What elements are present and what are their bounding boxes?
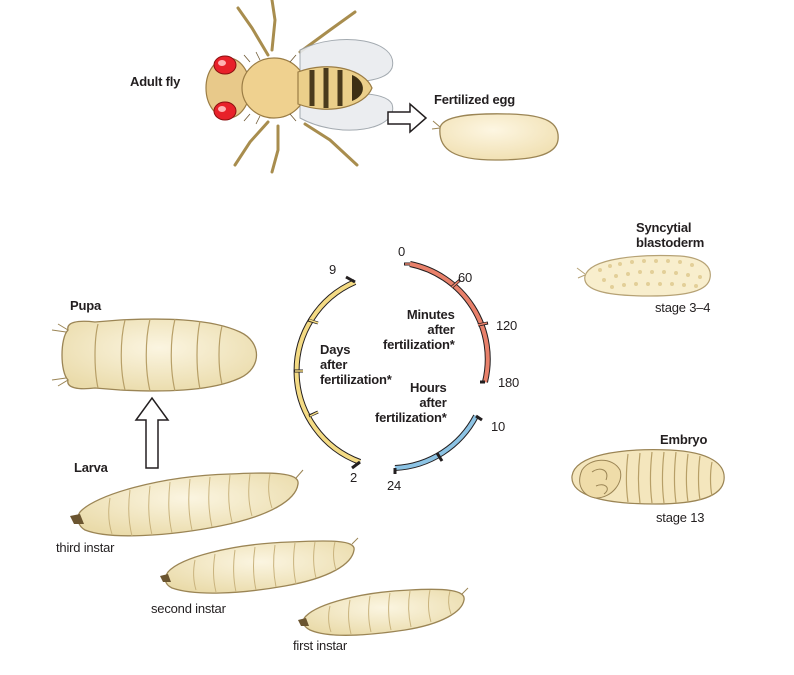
fly-bristles <box>243 51 297 125</box>
minutes-tick-120: 120 <box>496 318 518 333</box>
minutes-label-line1: Minutes <box>406 307 455 322</box>
third-instar-mouthhooks <box>70 514 84 524</box>
minutes-tick-0: 0 <box>398 244 406 259</box>
days-tick-9: 9 <box>329 262 337 277</box>
first-instar-larva-illustration <box>298 587 469 636</box>
fly-to-egg-arrow <box>387 102 428 134</box>
minutes-arc-tick-fill <box>405 263 488 326</box>
fly-abdomen-tip <box>352 75 363 101</box>
third-instar-segments <box>108 473 273 537</box>
hours-arc <box>393 414 483 474</box>
fly-eye-highlight-lower <box>218 106 226 112</box>
larva-to-pupa-arrow <box>134 396 170 469</box>
hours-arc-ticks <box>393 414 483 474</box>
embryo-stage-label: stage 13 <box>656 510 705 525</box>
syncytial-blastoderm-label-line2: blastoderm <box>636 235 705 250</box>
minutes-after-fertilization-label: Minutes after fertilization* <box>383 307 455 352</box>
fly-legs <box>233 0 359 174</box>
minutes-label-line3: fertilization* <box>383 337 455 352</box>
hours-tick-24: 24 <box>387 478 402 493</box>
adult-fly-label: Adult fly <box>130 74 181 89</box>
days-arc-tick-fill <box>295 319 319 417</box>
second-instar-label: second instar <box>151 601 226 616</box>
minutes-label-line2: after <box>427 322 455 337</box>
second-instar-mouthhooks <box>160 574 171 582</box>
fly-eye-highlight-upper <box>218 60 226 66</box>
syncytial-blastoderm-label: Syncytial blastoderm <box>636 220 704 250</box>
second-instar-larva-illustration <box>160 537 359 594</box>
syncytial-stage-label: stage 3–4 <box>655 300 711 315</box>
days-label-line3: fertilization* <box>320 372 392 387</box>
hours-tick-10: 10 <box>491 419 506 434</box>
hours-label-line3: fertilization* <box>374 410 447 425</box>
pupa-segments <box>94 318 223 392</box>
third-instar-larva-illustration <box>70 469 304 537</box>
days-arc <box>293 275 362 470</box>
fertilized-egg-illustration <box>431 113 559 161</box>
fertilized-egg-label: Fertilized egg <box>434 92 515 107</box>
adult-fly-illustration <box>205 0 394 174</box>
embryo-illustration <box>571 449 725 505</box>
first-instar-segments <box>328 589 452 635</box>
syncytial-blastoderm-label-line1: Syncytial <box>636 220 692 235</box>
third-instar-label: third instar <box>56 540 115 555</box>
minutes-tick-60: 60 <box>458 270 473 285</box>
first-instar-label: first instar <box>293 638 347 653</box>
embryo-label: Embryo <box>660 432 708 447</box>
blastoderm-nuclei <box>598 259 702 289</box>
hours-label-line2: after <box>419 395 447 410</box>
fly-eye-lower <box>213 101 237 121</box>
days-label-line2: after <box>320 357 348 372</box>
days-label-line1: Days <box>320 342 351 357</box>
days-tick-2: 2 <box>350 470 358 485</box>
hours-after-fertilization-label: Hours after fertilization* <box>369 380 447 425</box>
minutes-arc <box>404 261 491 384</box>
first-instar-mouthhooks <box>298 618 309 626</box>
hours-label-line1: Hours <box>410 380 447 395</box>
embryo-segments <box>625 451 713 504</box>
larva-label: Larva <box>74 460 108 475</box>
second-instar-segments <box>193 541 337 593</box>
days-after-fertilization-label: Days after fertilization* <box>320 342 392 387</box>
fly-thorax <box>241 57 307 119</box>
embryo-head-region <box>579 459 622 499</box>
fly-abdomen-stripes <box>309 68 343 108</box>
syncytial-blastoderm-illustration <box>576 254 711 297</box>
pupa-label: Pupa <box>70 298 101 313</box>
minutes-tick-180: 180 <box>498 375 520 390</box>
fly-eye-upper <box>213 55 237 75</box>
pupa-illustration <box>51 318 257 392</box>
